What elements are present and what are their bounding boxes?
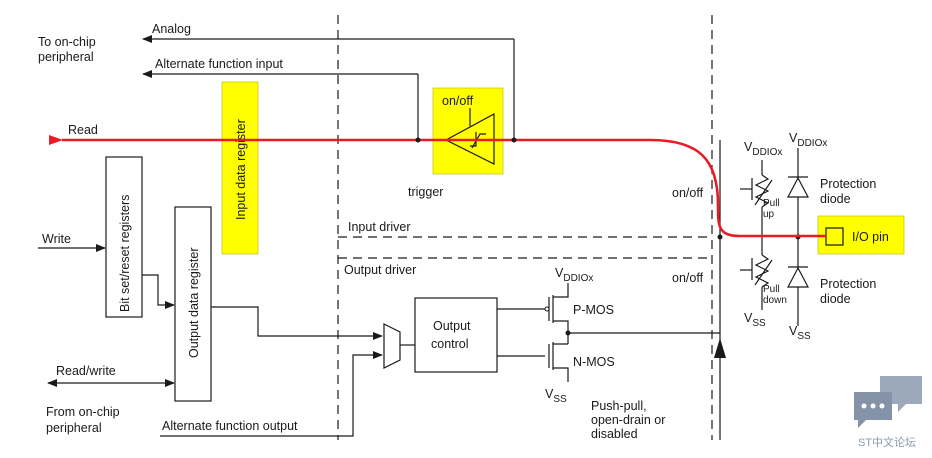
trigger-label: trigger (408, 185, 443, 199)
input-data-register (221, 81, 259, 255)
chat-bubble-icon (854, 376, 922, 428)
push-pull-label-3: disabled (591, 427, 638, 441)
bus-junction-dot (717, 234, 723, 240)
protection-diode-bottom-label-2: diode (820, 292, 851, 306)
trigger-on-off-label: on/off (442, 94, 474, 108)
io-pin-pad (825, 227, 844, 246)
push-pull-label-1: Push-pull, (591, 399, 647, 413)
read-label: Read (68, 123, 98, 137)
output-control-label-2: control (431, 337, 469, 351)
output-mux (383, 323, 401, 369)
output-data-register-label: Output data register (187, 248, 201, 358)
nmos-transistor (548, 342, 569, 382)
vss-nmos: VSS (545, 387, 567, 405)
from-onchip-label-2: peripheral (46, 421, 102, 435)
bitset-to-odr-wire (142, 274, 175, 309)
vddiox-diode: VDDIOx (789, 131, 827, 149)
output-arrow-icon (714, 338, 726, 358)
input-driver-label: Input driver (348, 220, 411, 234)
vddiox-pmos: VDDIOx (555, 266, 593, 284)
bit-set-reset-registers (105, 156, 143, 318)
odr-to-mux-wire (211, 306, 383, 340)
pull-up-resistor (740, 160, 773, 237)
from-onchip-label-1: From on-chip (46, 405, 120, 419)
alt-func-output-label: Alternate function output (162, 419, 298, 433)
read-write-label: Read/write (56, 364, 116, 378)
watermark-text: ST中文论坛 (858, 435, 916, 449)
pull-down-label-1: Pull (763, 284, 780, 295)
input-data-register-label: Input data register (234, 119, 248, 220)
bit-set-reset-label: Bit set/reset registers (118, 195, 132, 312)
hysteresis-icon (470, 132, 486, 149)
protection-diode-top-label-2: diode (820, 192, 851, 206)
on-off-top-label: on/off (672, 186, 704, 200)
to-onchip-label-2: peripheral (38, 50, 94, 64)
vddiox-pullup: VDDIOx (744, 140, 782, 158)
io-pin-label: I/O pin (852, 230, 889, 244)
analog-label: Analog (152, 22, 191, 36)
protection-diode-top (787, 176, 809, 198)
pmos-transistor (544, 286, 569, 333)
read-junction-analog (511, 137, 517, 143)
pull-down-label-2: down (763, 295, 787, 306)
to-onchip-label-1: To on-chip (38, 35, 96, 49)
read-path-highlight (49, 135, 826, 238)
pull-down-resistor (740, 237, 773, 310)
alt-output-wire (160, 351, 383, 437)
output-driver-label: Output driver (344, 263, 416, 277)
protection-diode-top-label-1: Protection (820, 177, 876, 191)
protection-diode-bottom-label-1: Protection (820, 277, 876, 291)
nmos-label: N-MOS (573, 355, 615, 369)
push-pull-label-2: open-drain or (591, 413, 665, 427)
vss-diode: VSS (789, 324, 811, 342)
on-off-bottom-label: on/off (672, 271, 704, 285)
output-control-label-1: Output (433, 319, 471, 333)
pull-up-label-2: up (763, 209, 775, 220)
junction-dot (565, 330, 571, 336)
write-label: Write (42, 232, 71, 246)
vss-pulldown: VSS (744, 311, 766, 329)
protection-diode-bottom (787, 266, 809, 288)
read-junction-alt (415, 137, 421, 143)
pmos-label: P-MOS (573, 303, 614, 317)
pull-up-label-1: Pull (763, 198, 780, 209)
output-data-register (174, 206, 212, 402)
output-control-block (414, 297, 498, 373)
alt-func-input-label: Alternate function input (155, 57, 283, 71)
